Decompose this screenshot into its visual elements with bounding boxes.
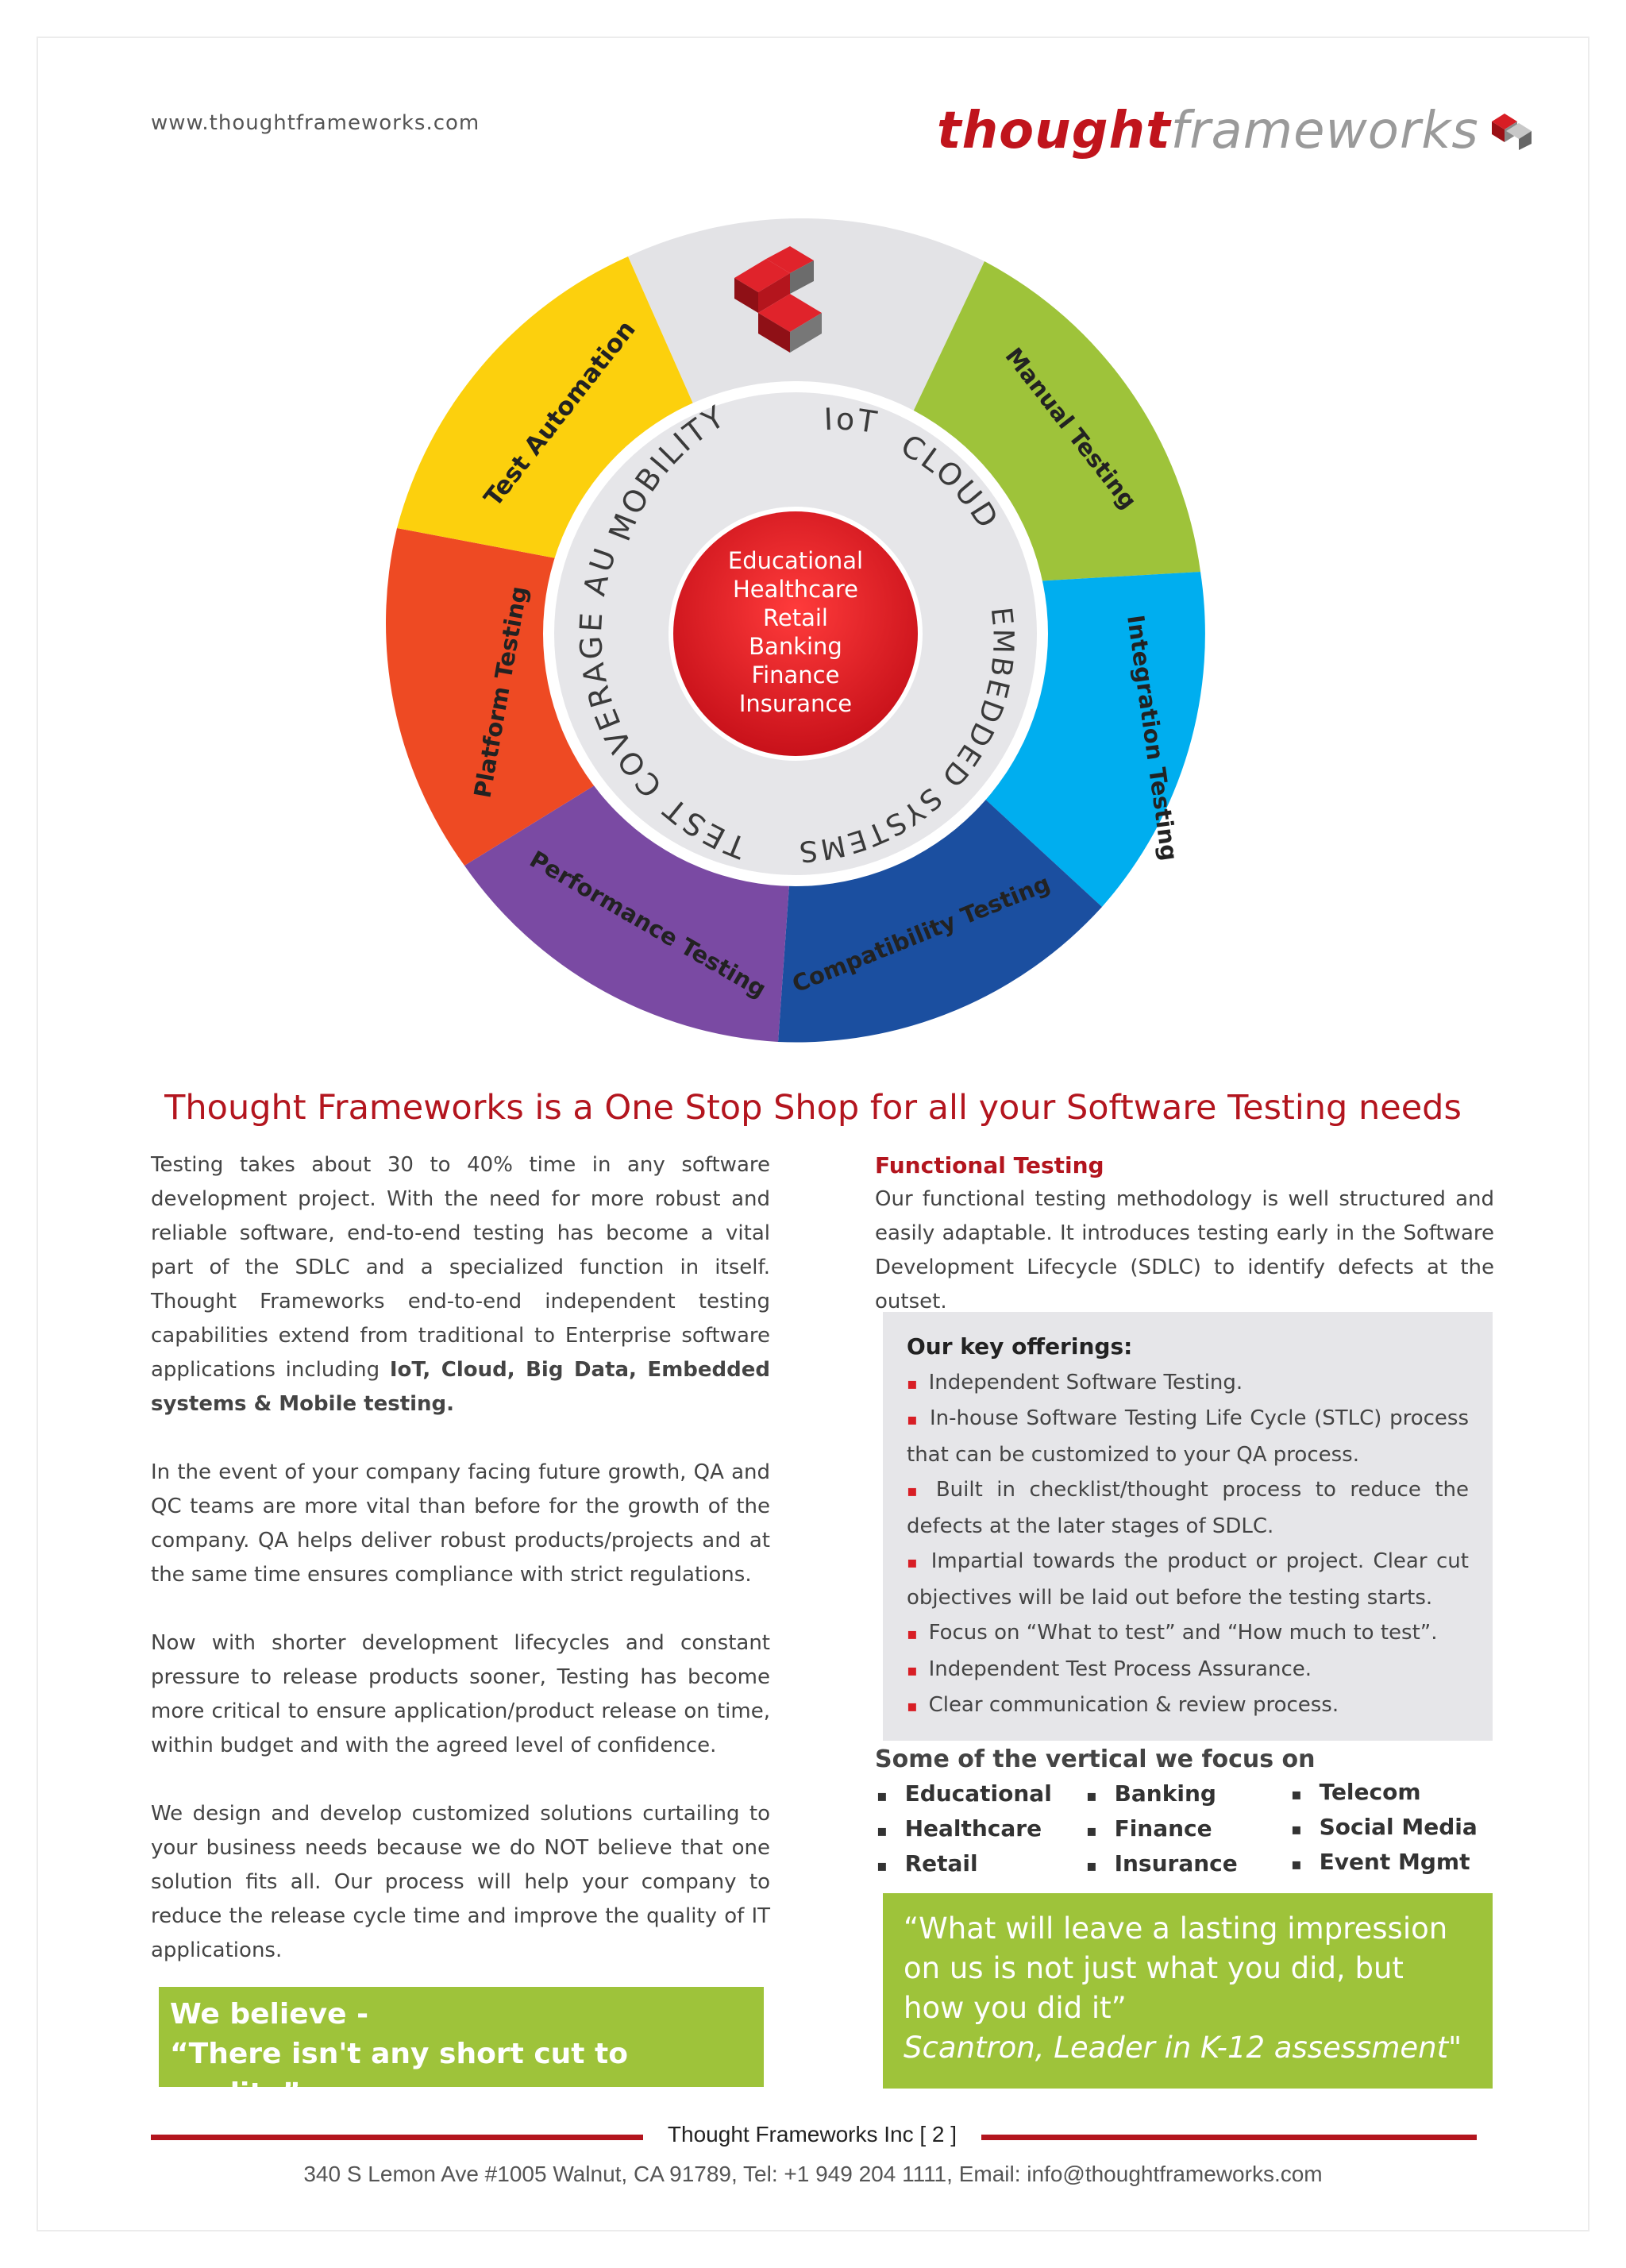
website-url[interactable]: www.thoughtframeworks.com [151, 111, 480, 135]
vertical-item: Educational [877, 1777, 1052, 1812]
bullet-icon: ▪ [907, 1373, 918, 1393]
vertical-item: Insurance [1086, 1847, 1238, 1882]
core-item: Retail [763, 604, 828, 631]
vertical-item: Telecom [1291, 1776, 1478, 1811]
offering-item: ▪In-house Software Testing Life Cycle (S… [907, 1401, 1469, 1472]
bullet-icon: ▪ [907, 1410, 919, 1429]
functional-testing-text: Our functional testing methodology is we… [875, 1187, 1494, 1313]
verticals-column-1: Educational Healthcare Retail [877, 1777, 1052, 1882]
logo-cube-icon [1491, 114, 1532, 150]
core-item: Insurance [739, 690, 852, 717]
intro-paragraph-2: In the event of your company facing futu… [151, 1460, 770, 1587]
we-believe-line-2: “There isn't any short cut to quality” [170, 2038, 628, 2110]
vertical-item: Event Mgmt [1291, 1846, 1478, 1880]
intro-paragraph-1: Testing takes about 30 to 40% time in an… [151, 1148, 770, 1421]
footer-divider-right [981, 2135, 1477, 2140]
offering-text: In-house Software Testing Life Cycle (ST… [907, 1406, 1469, 1467]
testimonial-quote-box: “What will leave a lasting impression on… [883, 1893, 1493, 2089]
core-item: Finance [752, 662, 840, 688]
company-logo: thoughtframeworks [937, 102, 1533, 160]
offering-text: Focus on “What to test” and “How much to… [928, 1621, 1438, 1645]
verticals-column-3: Telecom Social Media Event Mgmt [1291, 1776, 1478, 1880]
intro-paragraph-3: Now with shorter development lifecycles … [151, 1631, 770, 1757]
bullet-icon: ▪ [907, 1696, 918, 1715]
verticals-column-2: Banking Finance Insurance [1086, 1777, 1238, 1882]
vertical-item: Social Media [1291, 1811, 1478, 1846]
ring-text-iot: IoT [823, 402, 881, 441]
logo-text: thoughtframeworks [937, 102, 1479, 160]
offering-text: Built in checklist/thought process to re… [907, 1478, 1470, 1538]
footer-divider-left [151, 2135, 643, 2140]
key-offerings-box: Our key offerings: ▪ Independent Software… [883, 1312, 1493, 1741]
footer-address: 340 S Lemon Ave #1005 Walnut, CA 91789, … [303, 2162, 1323, 2186]
bullet-icon: ▪ [907, 1624, 918, 1643]
we-believe-line-1: We believe - [170, 1998, 369, 2031]
page-headline: Thought Frameworks is a One Stop Shop fo… [164, 1088, 1462, 1128]
core-item: Banking [749, 633, 842, 660]
offering-item: ▪ Focus on “What to test” and “How much t… [907, 1615, 1469, 1652]
core-item: Educational [728, 547, 863, 574]
intro-column: Testing takes about 30 to 40% time in an… [151, 1148, 770, 2002]
testimonial-quote-text: “What will leave a lasting impression on… [904, 1911, 1448, 2025]
functional-testing-title: Functional Testing [875, 1152, 1104, 1178]
offering-text: Independent Test Process Assurance. [928, 1657, 1312, 1681]
offering-text: Clear communication & review process. [928, 1693, 1339, 1717]
intro-paragraph-4: We design and develop customized solutio… [151, 1802, 770, 1962]
core-verticals-list: Educational Healthcare Retail Banking Fi… [728, 547, 863, 717]
logo-part-frameworks: frameworks [1170, 102, 1479, 160]
vertical-item: Retail [877, 1847, 1052, 1882]
intro-bold-text: IoT, Cloud, Big Data, Embedded systems &… [151, 1358, 771, 1416]
logo-part-thought: thought [937, 102, 1171, 160]
offering-text: Impartial towards the product or project… [907, 1549, 1469, 1610]
offering-item: ▪ Independent Software Testing. [907, 1365, 1469, 1402]
offering-text: Independent Software Testing. [928, 1370, 1243, 1394]
vertical-item: Banking [1086, 1777, 1238, 1812]
wheel-cube-icon [734, 246, 822, 353]
key-offerings-title: Our key offerings: [907, 1333, 1133, 1360]
we-believe-banner: We believe - “There isn't any short cut … [159, 1987, 764, 2110]
functional-testing-section: Functional Testing Our functional testin… [875, 1148, 1494, 1319]
offering-item: ▪ Clear communication & review process. [907, 1688, 1469, 1724]
testimonial-attribution: Scantron, Leader in K-12 assessment" [904, 2031, 1462, 2065]
vertical-item: Healthcare [877, 1812, 1052, 1847]
page-border [37, 37, 1589, 2231]
offering-item: ▪Built in checklist/thought process to r… [907, 1472, 1469, 1544]
core-circle [673, 511, 918, 756]
core-item: Healthcare [733, 576, 858, 603]
bullet-icon: ▪ [907, 1481, 925, 1500]
verticals-title: Some of the vertical we focus on [875, 1745, 1316, 1773]
vertical-item: Finance [1086, 1812, 1238, 1847]
bullet-icon: ▪ [907, 1552, 920, 1572]
footer-title: Thought Frameworks Inc [ 2 ] [667, 2122, 957, 2146]
intro-text: Testing takes about 30 to 40% time in an… [151, 1153, 770, 1382]
bullet-icon: ▪ [907, 1660, 918, 1680]
testing-services-wheel: Test Automation Manual Testing Integrati… [0, 0, 1205, 1043]
offering-item: ▪Impartial towards the product or projec… [907, 1544, 1469, 1615]
offering-item: ▪ Independent Test Process Assurance. [907, 1652, 1469, 1688]
